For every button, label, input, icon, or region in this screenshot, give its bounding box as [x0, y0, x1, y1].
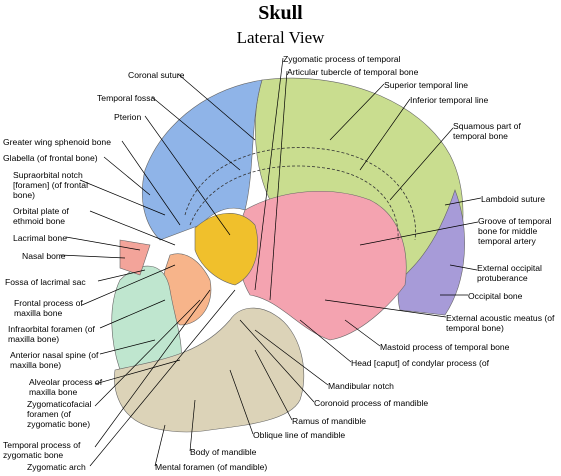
label-inferior-temporal-line: Inferior temporal line	[410, 95, 489, 105]
leader-line	[99, 299, 166, 329]
label-lambdoid-suture: Lambdoid suture	[481, 194, 546, 204]
diagram-subtitle: Lateral View	[236, 28, 325, 47]
temporal-lines-inner	[189, 165, 399, 241]
leader-line	[254, 329, 329, 386]
label-alveolar-process: Alveolar process of maxilla bone	[29, 377, 103, 397]
leader-line	[254, 349, 293, 421]
temporal-lines	[184, 147, 416, 241]
label-head-condylar: Head [caput] of condylar process (of	[351, 358, 490, 368]
label-infraorbital-foramen: Infraorbital foramen (of maxilla bone)	[8, 324, 95, 344]
leader-line	[324, 299, 447, 318]
leader-lines	[59, 57, 482, 467]
leader-line	[121, 140, 181, 226]
leader-line	[299, 319, 352, 363]
leader-line	[97, 269, 146, 282]
diagram-title: Skull	[258, 2, 303, 24]
leader-line	[65, 236, 141, 251]
label-temporal-process-zygomatic: Temporal process of zygomatic bone	[3, 440, 81, 460]
leader-line	[79, 179, 166, 216]
label-coronoid-process: Coronoid process of mandible	[314, 398, 429, 408]
leader-line	[344, 319, 381, 347]
label-occipital-bone: Occipital bone	[468, 291, 523, 301]
leader-line	[94, 359, 181, 385]
label-supraorbital-notch: Supraorbital notch [foramen] (of frontal…	[13, 170, 88, 200]
leader-line	[89, 210, 176, 246]
label-mental-foramen: Mental foramen (of mandible)	[155, 462, 268, 472]
label-frontal-process-maxilla: Frontal process of maxilla bone	[14, 298, 83, 318]
label-orbital-plate-ethmoid: Orbital plate of ethmoid bone	[13, 206, 69, 226]
leader-line	[154, 424, 166, 467]
leader-line	[449, 264, 478, 271]
label-coronal-suture: Coronal suture	[128, 70, 185, 80]
leader-line	[444, 197, 482, 206]
label-nasal-bone: Nasal bone	[22, 251, 66, 261]
leader-line	[189, 399, 196, 452]
leader-line	[89, 289, 236, 467]
leader-line	[329, 83, 385, 141]
label-external-acoustic-meatus: External acoustic meatus (of temporal bo…	[446, 313, 555, 333]
label-groove-temporal: Groove of temporal bone for middle tempo…	[478, 216, 552, 246]
leader-line	[151, 96, 241, 171]
leader-line	[94, 299, 201, 407]
leader-line	[389, 127, 454, 201]
label-glabella: Glabella (of frontal bone)	[3, 153, 98, 163]
leader-line	[254, 57, 284, 291]
sphenoid-bone	[194, 213, 258, 286]
label-superior-temporal-line: Superior temporal line	[384, 80, 469, 90]
label-anterior-nasal-spine: Anterior nasal spine (of maxilla bone)	[10, 350, 99, 370]
label-zygomaticofacial-foramen: Zygomaticofacial foramen (of zygomatic b…	[27, 399, 92, 429]
leader-line	[94, 289, 211, 448]
label-temporal-fossa: Temporal fossa	[97, 93, 156, 103]
leader-line	[99, 339, 156, 355]
leader-line	[59, 254, 126, 259]
leader-line	[229, 369, 254, 435]
label-body-mandible: Body of mandible	[190, 447, 257, 457]
label-mastoid-process: Mastoid process of temporal bone	[380, 342, 510, 352]
label-pterion: Pterion	[114, 112, 142, 122]
mandible-bone	[114, 307, 305, 433]
leader-line	[144, 115, 231, 236]
label-zygomatic-arch: Zygomatic arch	[27, 462, 86, 472]
label-squamous-part: Squamous part of temporal bone	[453, 121, 521, 141]
leader-line	[359, 221, 479, 246]
leader-line	[269, 70, 288, 301]
label-fossa-lacrimal-sac: Fossa of lacrimal sac	[5, 277, 86, 287]
label-articular-tubercle: Articular tubercle of temporal bone	[287, 67, 419, 77]
leader-line	[81, 264, 176, 306]
label-mandibular-notch: Mandibular notch	[328, 381, 394, 391]
label-greater-wing-sphenoid: Greater wing sphenoid bone	[3, 137, 111, 147]
leader-line	[239, 319, 315, 403]
leader-line	[359, 98, 411, 171]
label-zygomatic-process-temporal: Zygomatic process of temporal	[283, 54, 401, 64]
label-lacrimal-bone: Lacrimal bone	[13, 233, 67, 243]
leader-line	[103, 156, 151, 196]
leader-line	[177, 73, 256, 141]
label-oblique-line: Oblique line of mandible	[253, 430, 346, 440]
nasal-bone	[119, 239, 151, 276]
label-ramus: Ramus of mandible	[292, 416, 367, 426]
label-external-occipital: External occipital protuberance	[477, 263, 542, 283]
